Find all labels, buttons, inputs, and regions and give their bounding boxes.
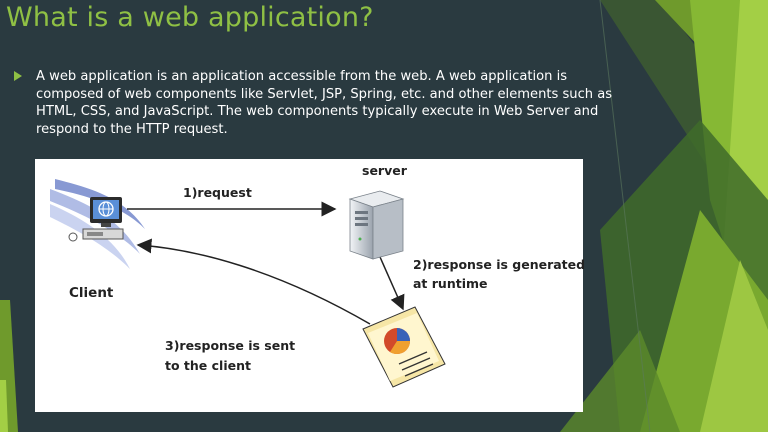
bullet-arrow-icon xyxy=(14,71,22,81)
pie-chart-icon xyxy=(384,328,411,355)
diagram-graphics xyxy=(50,179,446,388)
step3-line2: to the client xyxy=(165,358,251,373)
step2-line1: 2)response is generated xyxy=(413,257,586,272)
document-icon xyxy=(362,306,446,388)
step2-line2: at runtime xyxy=(413,276,488,291)
client-server-diagram: server 1)request Client 2)response is ge… xyxy=(35,159,586,412)
response-generated-arrow xyxy=(379,256,405,311)
bullet-text: A web application is an application acce… xyxy=(36,69,613,137)
slide-title: What is a web application? xyxy=(6,2,374,33)
step3-line1: 3)response is sent xyxy=(165,338,296,353)
swoosh-decoration xyxy=(50,179,145,269)
step1-label: 1)request xyxy=(183,185,252,200)
response-sent-arrow xyxy=(136,238,371,325)
server-icon xyxy=(348,190,405,260)
computer-icon xyxy=(68,197,124,242)
server-label: server xyxy=(362,163,407,178)
client-label: Client xyxy=(69,285,114,301)
